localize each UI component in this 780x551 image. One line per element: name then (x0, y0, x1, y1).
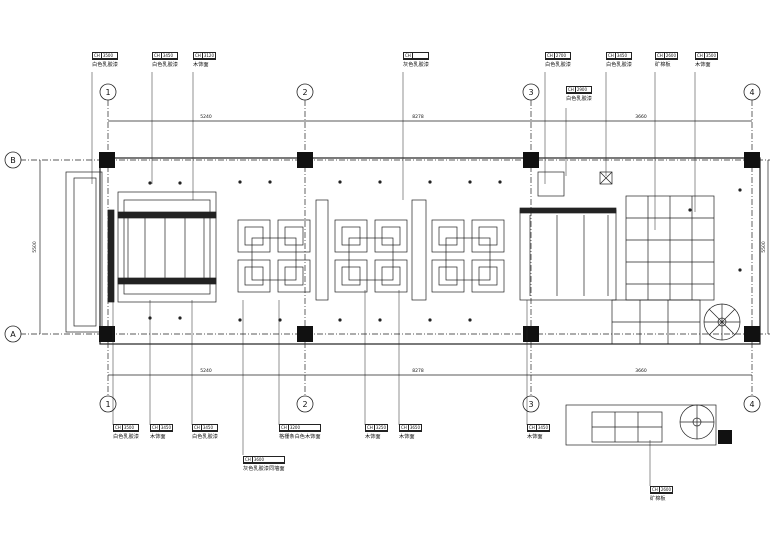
grid-bubble-2-bottom: 2 (302, 400, 307, 409)
ceiling-tag-label: 灰色乳胶漆 (403, 62, 429, 68)
dim-bottom-1: 5240 (200, 368, 212, 374)
dim-bottom-2: 8278 (412, 368, 424, 374)
grid-bubble-A: A (10, 330, 16, 339)
dim-bottom-3: 3660 (635, 368, 647, 374)
ceiling-tag-label: 木饰面 (365, 434, 381, 440)
ceiling-tag-label: 白色乳胶漆 (606, 62, 632, 68)
ceiling-tag-label: 矿棉板 (650, 496, 666, 502)
ceiling-tag-label: 木饰面 (399, 434, 415, 440)
light-fixtures (148, 180, 742, 322)
grid-bubble-3-top: 3 (528, 88, 533, 97)
ceiling-tag-label: 矿棉板 (655, 62, 671, 68)
grid-bubble-4-top: 4 (749, 88, 754, 97)
ceiling-tag-label: 白色乳胶漆 (566, 96, 592, 102)
dim-top-2: 8278 (412, 114, 424, 120)
ceiling-tag-label: 白色乳胶漆 (92, 62, 118, 68)
dim-top-3: 3660 (635, 114, 647, 120)
ceiling-coffer-group (237, 219, 505, 293)
ceiling-tag-label: 白色乳胶漆 (113, 434, 139, 440)
grid-bubble-3-bottom: 3 (528, 400, 533, 409)
structural-columns (99, 152, 760, 444)
ceiling-tag-label: 白色乳胶漆 (545, 62, 571, 68)
ceiling-tag-label: 木饰面 (695, 62, 711, 68)
ceiling-tag-label: 格栅条白色木饰面 (279, 434, 321, 440)
grid-bubble-1-bottom: 1 (105, 400, 110, 409)
ceiling-tag-label: 木饰面 (527, 434, 543, 440)
ceiling-tag-label: 木饰面 (193, 62, 209, 68)
grid-bubble-4-bottom: 4 (749, 400, 754, 409)
grid-bubble-1-top: 1 (105, 88, 110, 97)
grid-bubble-2-top: 2 (302, 88, 307, 97)
dim-top-1: 5240 (200, 114, 212, 120)
dim-right: 5500 (761, 241, 767, 253)
ceiling-tag-label: 白色乳胶漆 (192, 434, 218, 440)
ceiling-tag-label: 灰色乳胶漆同墙面 (243, 466, 285, 472)
ceiling-tag-top-4: CH 灰色乳胶漆 (403, 52, 429, 68)
grid-bubble-B: B (10, 156, 16, 165)
ceiling-tag-label: 白色乳胶漆 (152, 62, 178, 68)
ceiling-tag-label: 木饰面 (150, 434, 166, 440)
dim-left: 5500 (32, 241, 38, 253)
